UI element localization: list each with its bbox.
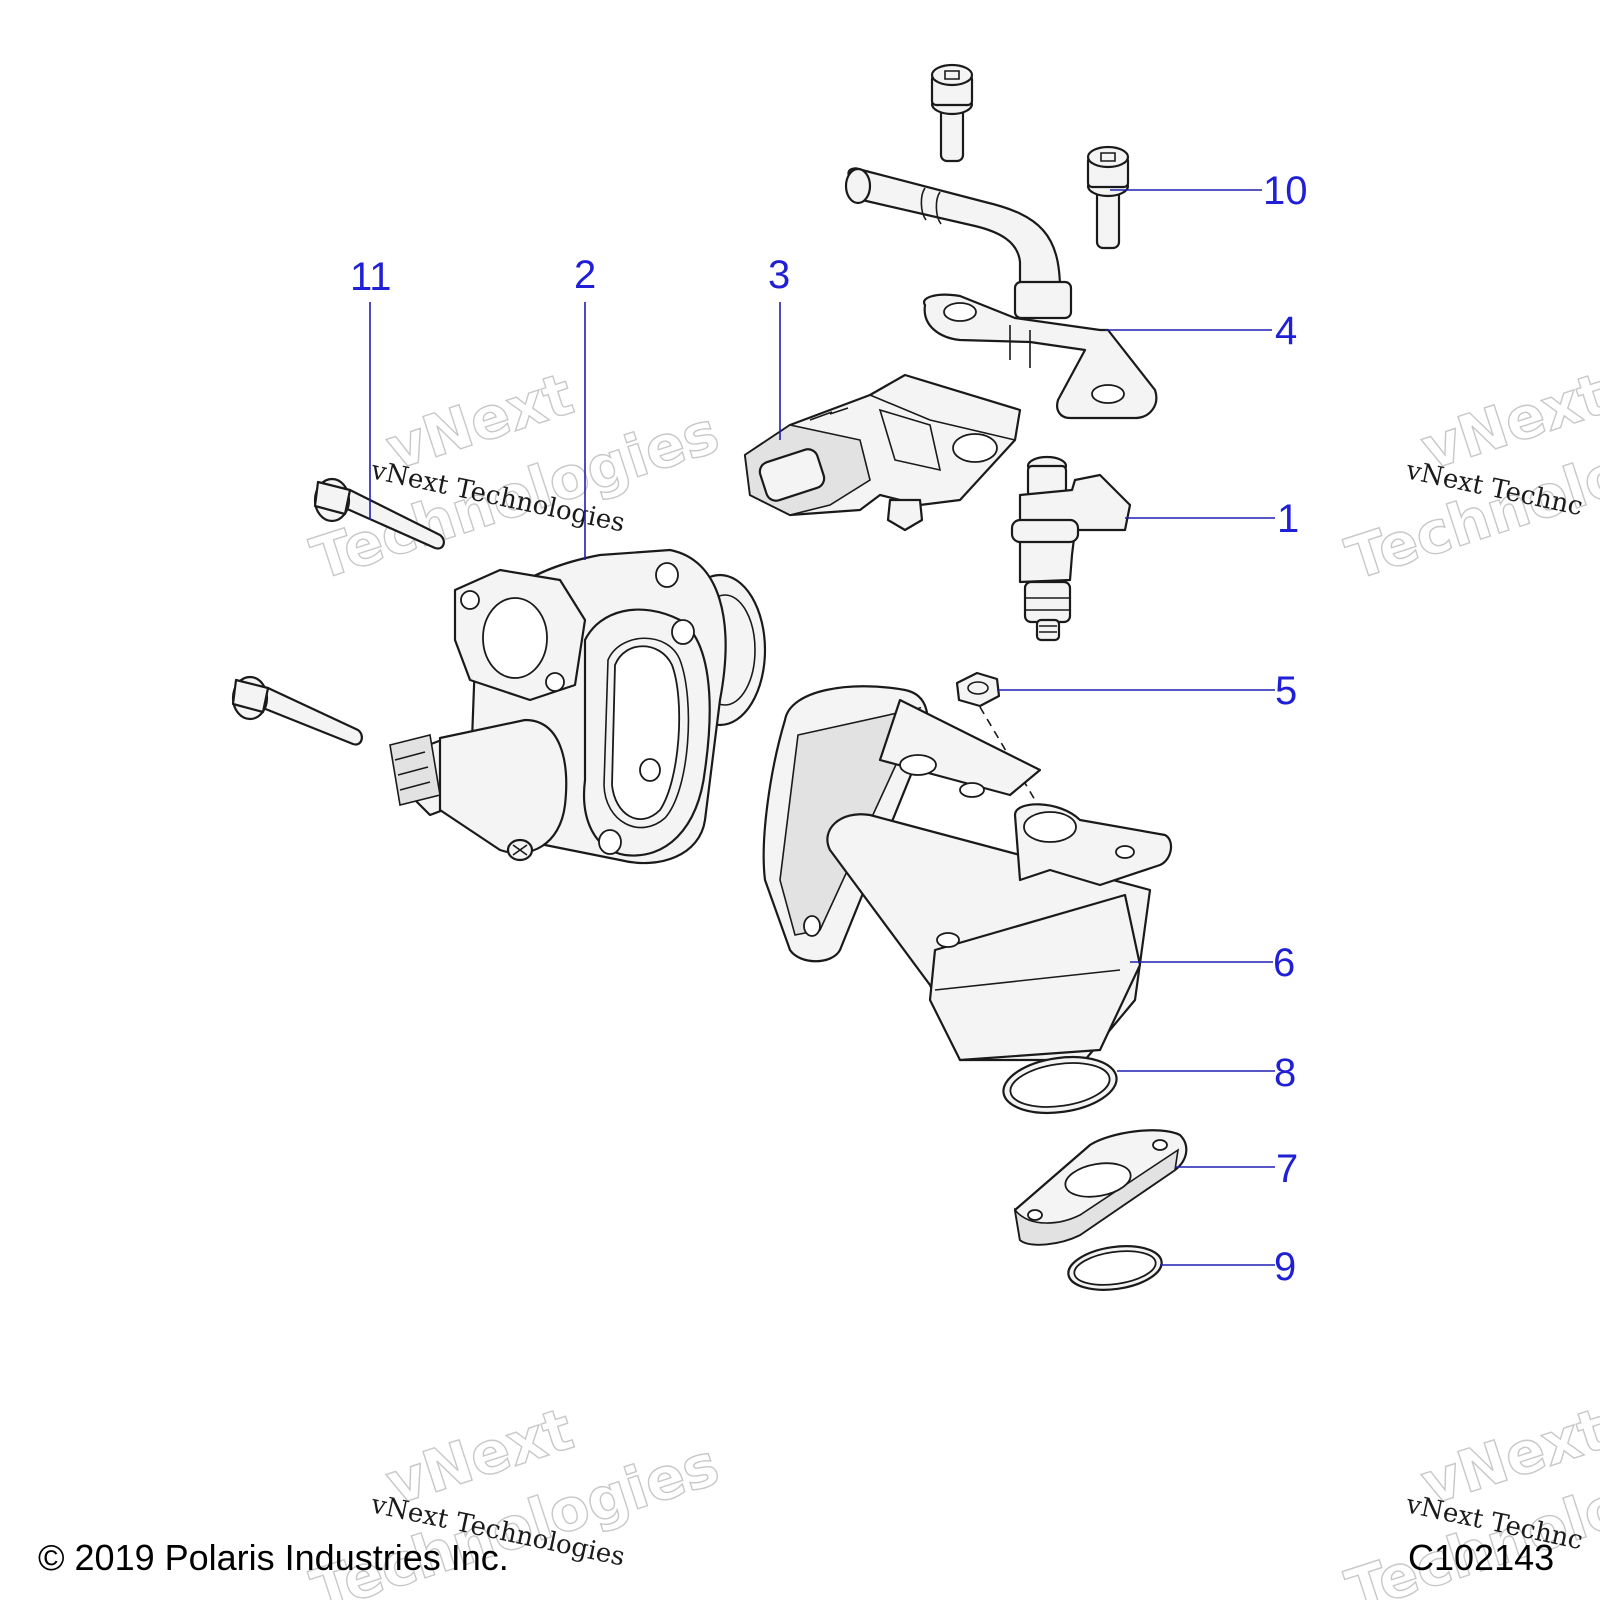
intake-manifold-part-6: [762, 685, 1173, 1062]
fuel-rail-part-4: [844, 167, 1158, 420]
callout-11: 11: [350, 255, 392, 299]
callout-3: 3: [768, 253, 790, 297]
copyright-text: © 2019 Polaris Industries Inc.: [38, 1537, 509, 1578]
callout-6: 6: [1273, 941, 1295, 985]
bolt-part-10-upper: [930, 63, 974, 163]
bolt-part-10-lower: [1086, 145, 1130, 250]
callout-1: 1: [1277, 497, 1299, 541]
watermark-top-right: vNext Technologies vNext Technc: [1338, 359, 1600, 594]
callout-8: 8: [1274, 1051, 1296, 1095]
diagram-code: C102143: [1408, 1537, 1554, 1578]
callout-7: 7: [1276, 1147, 1298, 1191]
callout-5: 5: [1275, 669, 1297, 713]
callout-10: 10: [1263, 169, 1308, 213]
assembly-dashed-line: [979, 706, 1036, 801]
throttle-body-part-2: [389, 548, 767, 865]
o-ring-part-8: [1002, 1056, 1118, 1114]
callout-9: 9: [1274, 1245, 1296, 1289]
map-sensor-part-3: [743, 373, 1022, 532]
callout-4: 4: [1275, 309, 1297, 353]
callout-2: 2: [574, 253, 596, 297]
bolt-part-11-lower: [231, 675, 363, 746]
o-ring-part-9: [1067, 1245, 1163, 1291]
spacer-part-7: [1013, 1129, 1188, 1246]
fuel-injector-part-1: [1010, 455, 1132, 642]
